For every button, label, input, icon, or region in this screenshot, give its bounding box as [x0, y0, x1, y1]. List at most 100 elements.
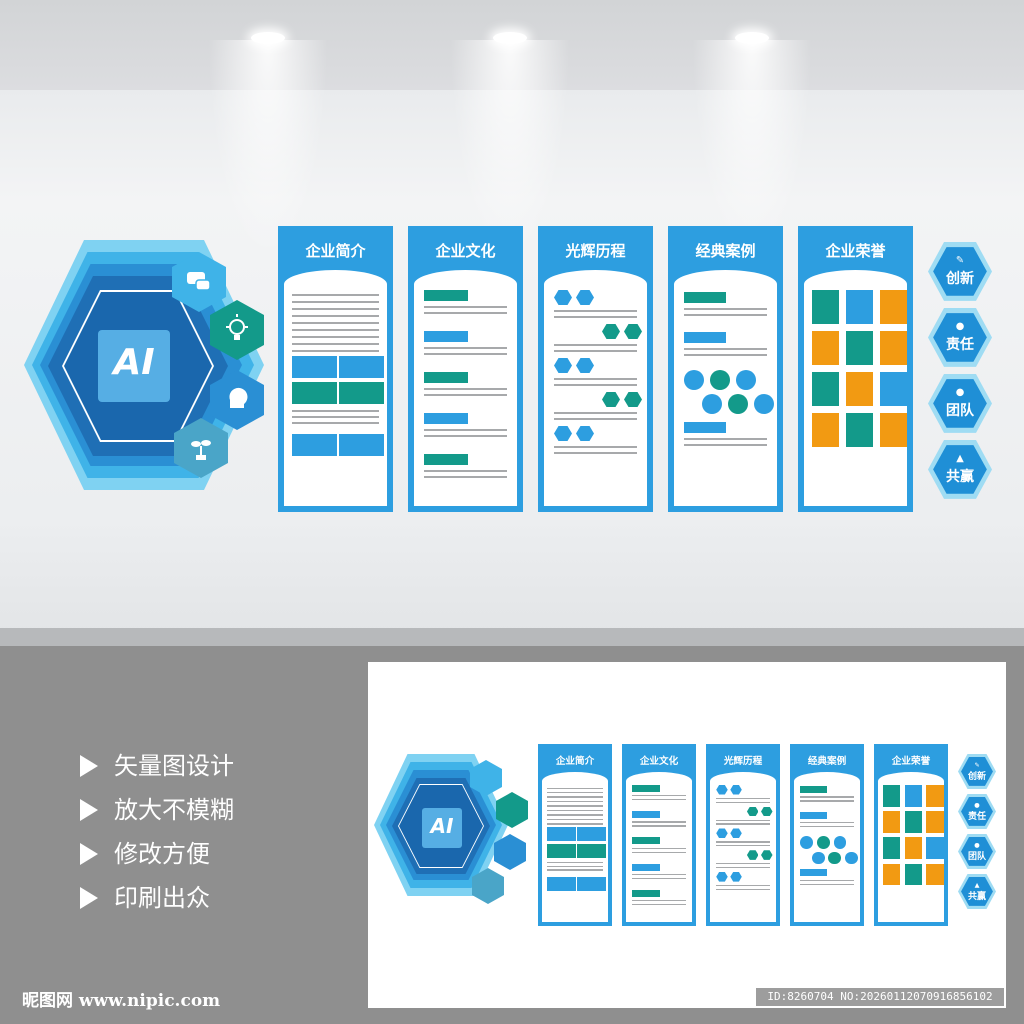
content-block [632, 889, 661, 897]
content-block [904, 784, 922, 807]
text-line [716, 797, 770, 800]
case-dot [800, 836, 814, 849]
board-panel [414, 270, 517, 506]
content-block [812, 331, 839, 365]
content-block [546, 843, 576, 858]
board-panel [544, 270, 647, 506]
content-block [904, 837, 922, 860]
content-block [926, 863, 944, 886]
team-icon: ● [974, 841, 980, 849]
content-block [339, 356, 384, 378]
text-line [632, 877, 686, 880]
board-title: 企业荣誉 [891, 755, 931, 767]
play-icon [80, 799, 98, 821]
board-title: 企业荣誉 [825, 242, 886, 260]
content-block [632, 811, 661, 819]
display-board: 经典案例 [668, 226, 783, 512]
content-block [812, 290, 839, 324]
board-title: 光辉历程 [565, 242, 626, 260]
text-line [800, 883, 854, 885]
text-line [292, 336, 379, 338]
text-line [546, 861, 604, 864]
value-badge-core: ●责任 [961, 797, 993, 826]
text-line [684, 348, 767, 350]
text-line [716, 888, 770, 890]
feature-label: 印刷出众 [114, 884, 210, 912]
content-block [292, 382, 337, 404]
content-block [880, 331, 907, 365]
play-icon [80, 755, 98, 777]
text-line [424, 312, 507, 314]
case-dot [816, 836, 830, 849]
text-line [632, 847, 686, 849]
chat-icon [470, 760, 502, 796]
case-dot [828, 851, 842, 865]
spotlight [493, 32, 527, 44]
value-badge: ▲共赢 [928, 440, 992, 499]
display-board: 经典案例 [790, 744, 864, 926]
text-line [716, 841, 770, 843]
value-badge-core: ▲共赢 [961, 877, 993, 906]
text-line [424, 353, 507, 355]
lightbulb-icon [210, 300, 264, 360]
text-line [716, 845, 770, 847]
content-block [424, 454, 468, 465]
content-block [846, 372, 873, 406]
board-panel [674, 270, 777, 506]
text-line [292, 329, 379, 331]
text-line [292, 422, 379, 424]
floor-strip [0, 628, 1024, 646]
feature-item: 放大不模糊 [80, 792, 234, 836]
value-badge: ●责任 [958, 794, 996, 829]
content-block [577, 843, 606, 858]
case-dot [728, 394, 748, 414]
content-block [904, 863, 922, 886]
value-badge: ✎创新 [958, 754, 996, 789]
light-beam [450, 40, 570, 260]
text-line [716, 823, 770, 825]
text-line [546, 823, 604, 825]
text-line [632, 825, 686, 827]
content-block [926, 837, 944, 860]
text-line [684, 314, 767, 316]
timeline-node [716, 828, 728, 839]
feature-label: 矢量图设计 [114, 752, 234, 780]
value-label: 团队 [967, 852, 986, 863]
text-line [424, 435, 507, 437]
text-line [424, 470, 507, 472]
content-block [632, 784, 661, 792]
content-block [339, 434, 384, 456]
text-line [554, 350, 637, 352]
display-board: 企业文化 [408, 226, 523, 512]
text-line [716, 819, 770, 821]
content-block [632, 837, 661, 845]
chat-icon [172, 252, 226, 312]
timeline-node [716, 871, 728, 882]
content-block [684, 292, 726, 303]
spotlight [251, 32, 285, 44]
value-badge: ✎创新 [928, 242, 992, 301]
text-line [554, 344, 637, 346]
content-block [546, 877, 576, 892]
text-line [554, 446, 637, 448]
text-line [424, 347, 507, 349]
content-block [812, 372, 839, 406]
text-line [800, 879, 854, 881]
ai-logo-text: AI [113, 342, 155, 383]
text-line [632, 903, 686, 906]
content-block [292, 434, 337, 456]
people-icon: ● [974, 801, 980, 809]
value-badge: ▲共赢 [958, 874, 996, 909]
timeline-node [761, 850, 773, 860]
text-line [684, 308, 767, 310]
play-icon [80, 887, 98, 909]
light-beam [208, 40, 328, 260]
content-block [880, 372, 907, 406]
text-line [292, 410, 379, 412]
feature-label: 放大不模糊 [114, 796, 234, 824]
feature-item: 矢量图设计 [80, 748, 234, 792]
board-panel [804, 270, 907, 506]
text-line [800, 825, 854, 828]
timeline-node [602, 324, 620, 339]
text-line [800, 822, 854, 824]
